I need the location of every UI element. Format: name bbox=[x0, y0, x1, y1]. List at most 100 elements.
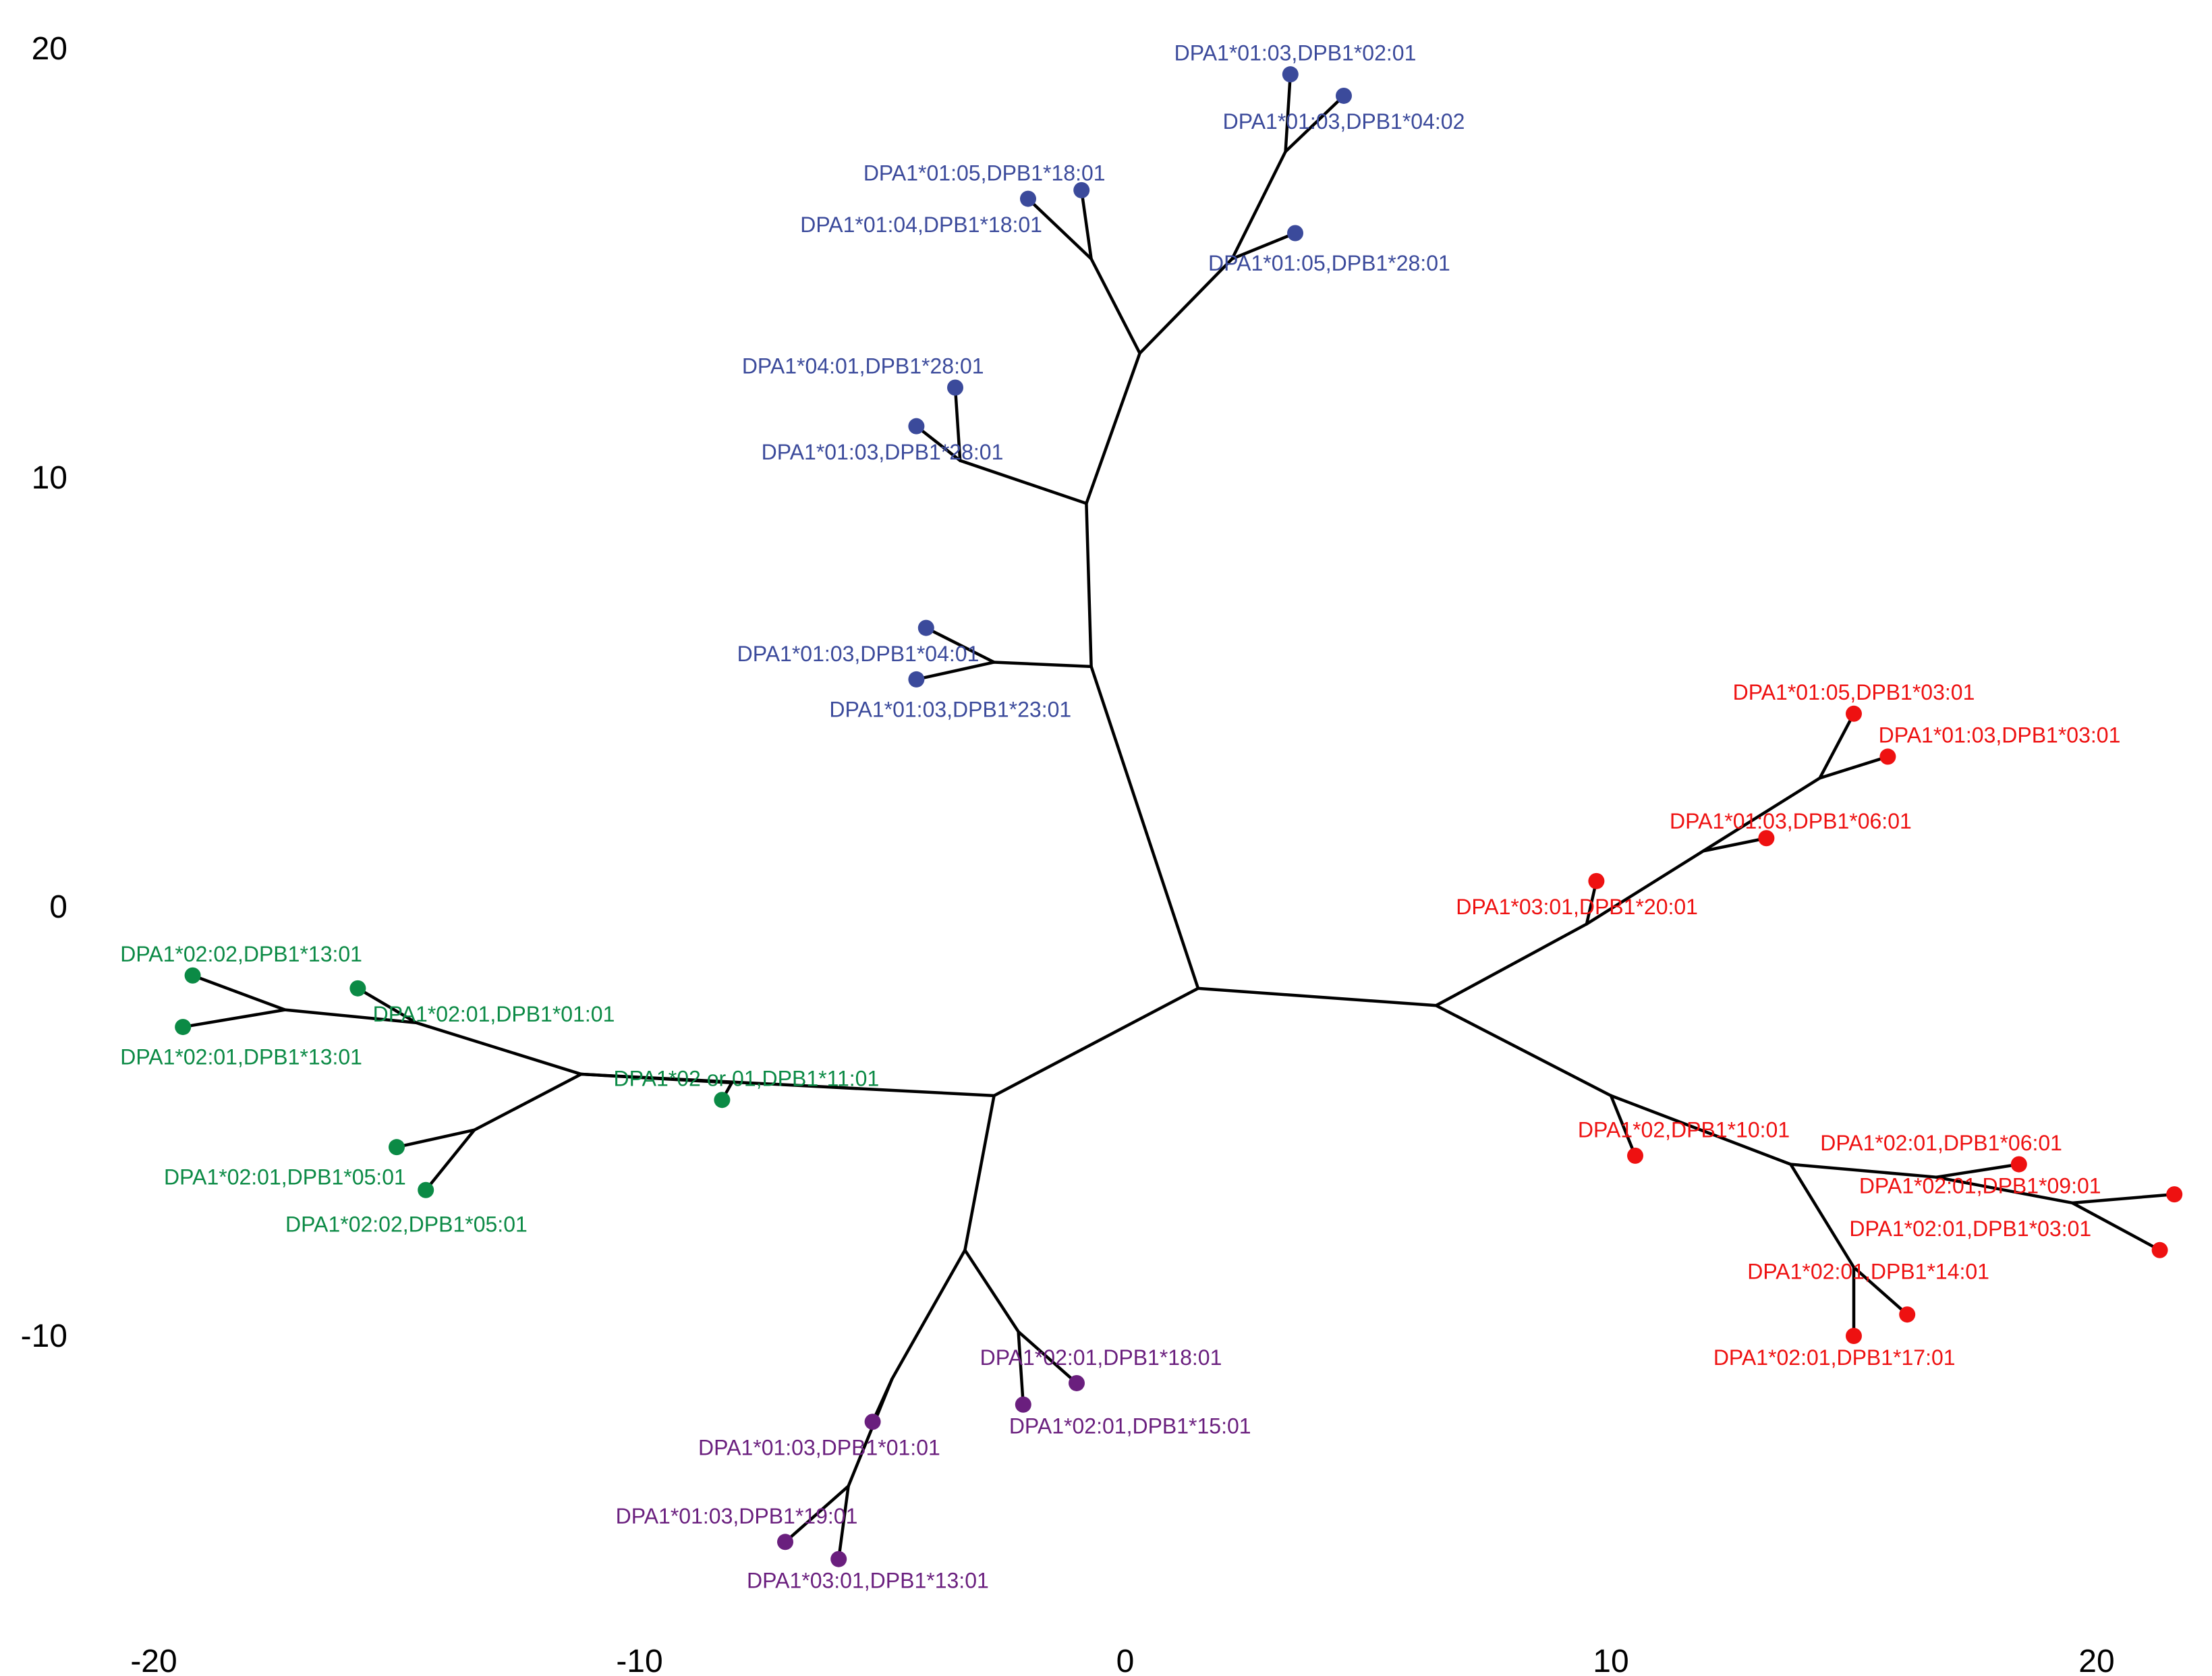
leaf-point bbox=[1588, 872, 1605, 889]
tree-branch bbox=[1085, 352, 1141, 505]
tree-branch bbox=[958, 459, 1088, 505]
leaf-label: DPA1*01:03,DPB1*23:01 bbox=[829, 697, 1071, 721]
tree-branch bbox=[191, 974, 287, 1011]
x-tick-label: -20 bbox=[130, 1644, 177, 1676]
tree-branch bbox=[1434, 1004, 1613, 1098]
leaf-label: DPA1*02:01,DPB1*03:01 bbox=[1849, 1217, 2091, 1241]
leaf-point bbox=[1336, 87, 1352, 104]
tree-branch bbox=[836, 1484, 850, 1561]
tree-branch bbox=[915, 424, 962, 462]
leaf-point bbox=[1846, 705, 1862, 722]
leaf-point bbox=[714, 1092, 731, 1109]
tree-branch bbox=[1609, 1094, 1792, 1166]
tree-branch bbox=[181, 1008, 287, 1029]
x-tick-label: -10 bbox=[616, 1644, 662, 1676]
leaf-label: DPA1*01:04,DPB1*18:01 bbox=[800, 213, 1042, 237]
leaf-label: DPA1*02,DPB1*10:01 bbox=[1578, 1118, 1790, 1142]
tree-branch bbox=[915, 661, 996, 681]
leaf-label: DPA1*02:02,DPB1*05:01 bbox=[285, 1212, 528, 1237]
leaf-point bbox=[830, 1551, 847, 1567]
leaf-label: DPA1*01:05,DPB1*03:01 bbox=[1733, 680, 1975, 704]
leaf-label: DPA1*02:01,DPB1*18:01 bbox=[980, 1345, 1222, 1370]
tree-branch bbox=[1026, 197, 1093, 260]
tree-branch bbox=[963, 1094, 996, 1252]
tree-branch bbox=[992, 986, 1200, 1098]
leaf-label: DPA1*01:03,DPB1*01:01 bbox=[698, 1435, 940, 1459]
tree-branch bbox=[1089, 257, 1141, 355]
tree-branch bbox=[1079, 188, 1093, 260]
tree-branch bbox=[847, 1377, 894, 1488]
leaf-point bbox=[1282, 66, 1299, 83]
leaf-point bbox=[908, 418, 925, 435]
leaf-labels: DPA1*01:03,DPB1*02:01DPA1*01:03,DPB1*04:… bbox=[120, 40, 2120, 1592]
leaf-point bbox=[777, 1534, 793, 1551]
leaf-point bbox=[1899, 1306, 1916, 1323]
tree-branch bbox=[283, 1008, 418, 1024]
leaf-point bbox=[1015, 1396, 1031, 1413]
leaf-point bbox=[389, 1139, 405, 1156]
leaf-point bbox=[908, 671, 925, 688]
leaf-point bbox=[2151, 1241, 2168, 1258]
tree-branch bbox=[1085, 501, 1093, 669]
leaf-label: DPA1*02:01,DPB1*14:01 bbox=[1747, 1260, 1989, 1284]
leaf-label: DPA1*01:03,DPB1*06:01 bbox=[1670, 809, 1912, 833]
tree-branch bbox=[1935, 1175, 2074, 1205]
leaf-point bbox=[184, 967, 201, 984]
tree-branch bbox=[963, 1248, 1020, 1333]
tree-branch bbox=[1196, 986, 1438, 1007]
y-tick-label: 0 bbox=[49, 889, 67, 925]
tree-branch bbox=[1701, 776, 1821, 853]
y-tick-label: 20 bbox=[32, 31, 67, 67]
y-tick-label: 10 bbox=[32, 460, 67, 496]
tree-branch bbox=[992, 661, 1093, 669]
tree-branch bbox=[1230, 231, 1297, 260]
leaf-point bbox=[1287, 225, 1303, 242]
leaf-point bbox=[2010, 1156, 2027, 1173]
leaf-point bbox=[1073, 181, 1090, 198]
x-axis-ticks: -20 -10 0 10 20 bbox=[130, 1644, 2114, 1676]
leaf-point bbox=[349, 980, 366, 997]
x-tick-label: 10 bbox=[1593, 1644, 1628, 1676]
leaf-point bbox=[1020, 190, 1036, 207]
tree-branch bbox=[1585, 849, 1705, 926]
tree-branch bbox=[1935, 1163, 2021, 1179]
leaf-label: DPA1*02:01,DPB1*15:01 bbox=[1009, 1414, 1251, 1438]
y-axis-ticks: 20 10 0 -10 bbox=[21, 31, 67, 1354]
tree-branch bbox=[1284, 94, 1346, 153]
leaf-points bbox=[175, 66, 2183, 1567]
leaf-label: DPA1*02:01,DPB1*13:01 bbox=[120, 1045, 362, 1069]
leaf-label: DPA1*02:01,DPB1*06:01 bbox=[1820, 1131, 2062, 1155]
leaf-point bbox=[2166, 1186, 2183, 1203]
leaf-label: DPA1*01:03,DPB1*28:01 bbox=[762, 440, 1004, 464]
tree-branch bbox=[2070, 1192, 2176, 1205]
leaf-point bbox=[175, 1019, 192, 1036]
y-tick-label: -10 bbox=[21, 1318, 67, 1354]
tree-branch bbox=[579, 1072, 734, 1085]
leaf-label: DPA1*02:02,DPB1*13:01 bbox=[120, 942, 362, 966]
leaf-label: DPA1*01:03,DPB1*02:01 bbox=[1174, 40, 1417, 65]
tree-branch bbox=[783, 1484, 850, 1544]
leaf-label: DPA1*03:01,DPB1*20:01 bbox=[1456, 895, 1698, 919]
tree-branch bbox=[414, 1021, 583, 1076]
tree-branch bbox=[356, 986, 418, 1024]
leaf-label: DPA1*01:03,DPB1*04:01 bbox=[737, 642, 980, 666]
leaf-label: DPA1*01:03,DPB1*19:01 bbox=[616, 1504, 858, 1528]
x-tick-label: 20 bbox=[2078, 1644, 2114, 1676]
leaf-point bbox=[1879, 748, 1896, 765]
tree-branch bbox=[1230, 150, 1287, 260]
x-tick-label: 0 bbox=[1116, 1644, 1135, 1676]
leaf-point bbox=[917, 619, 934, 636]
tree-branch bbox=[1284, 72, 1293, 153]
leaf-label: DPA1*02:01,DPB1*09:01 bbox=[1859, 1173, 2101, 1198]
leaf-label: DPA1*02:01,DPB1*05:01 bbox=[164, 1165, 406, 1190]
tree-branch bbox=[395, 1128, 476, 1149]
tree-branch bbox=[1701, 836, 1768, 853]
tree-branch bbox=[472, 1072, 583, 1132]
tree-branch bbox=[424, 1128, 476, 1192]
tree-branch bbox=[1818, 712, 1856, 780]
tree-branch bbox=[1818, 755, 1890, 780]
leaf-point bbox=[1846, 1328, 1862, 1344]
leaf-label: DPA1*02:01,DPB1*01:01 bbox=[373, 1002, 615, 1026]
